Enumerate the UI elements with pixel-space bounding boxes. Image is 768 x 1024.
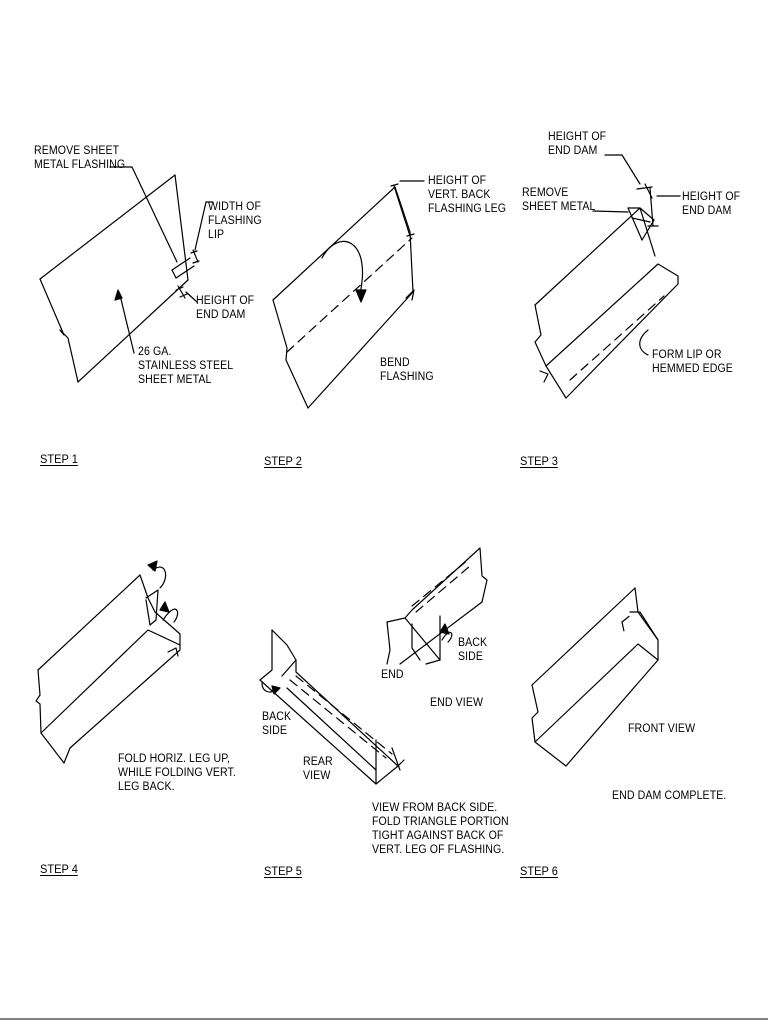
step5-note-label: VIEW FROM BACK SIDE. FOLD TRIANGLE PORTI… xyxy=(372,802,509,856)
step6-complete-label: END DAM COMPLETE. xyxy=(612,790,727,802)
step1-flat-sheet xyxy=(39,174,200,383)
step1-leaders xyxy=(109,166,213,354)
step3-height-right-label: HEIGHT OF END DAM xyxy=(682,191,741,217)
step2-bend-arrow xyxy=(321,240,367,303)
step6-end-dam-complete xyxy=(531,587,659,767)
step3-title: STEP 3 xyxy=(520,454,558,468)
step3-bent-flashing xyxy=(534,183,679,399)
step2-bend-label: BEND FLASHING xyxy=(380,357,434,383)
step5-title: STEP 5 xyxy=(264,864,302,878)
step3-height-top-label: HEIGHT OF END DAM xyxy=(548,131,607,157)
step4-fold-sketch xyxy=(35,560,181,764)
step6-front-view-label: FRONT VIEW xyxy=(628,723,696,735)
step2-height-label: HEIGHT OF VERT. BACK FLASHING LEG xyxy=(428,175,507,215)
step5-end-view-sketch xyxy=(386,547,488,665)
step1-height-label: HEIGHT OF END DAM xyxy=(196,295,255,321)
step1-width-label: WIDTH OF FLASHING LIP xyxy=(208,201,262,241)
step5-end-view-label: END VIEW xyxy=(430,697,484,709)
step5-back-side-label: BACK SIDE xyxy=(262,711,292,737)
step5-rear-view-sketch xyxy=(259,629,405,785)
step5-rear-view-label: REAR VIEW xyxy=(303,756,333,782)
step3-lip-label: FORM LIP OR HEMMED EDGE xyxy=(652,349,733,375)
step2-sheet xyxy=(272,180,425,409)
step3-remove-label: REMOVE SHEET METAL xyxy=(522,187,596,213)
step1-remove-label: REMOVE SHEET METAL FLASHING xyxy=(34,145,126,171)
step4-title: STEP 4 xyxy=(40,862,78,876)
step4-fold-label: FOLD HORIZ. LEG UP, WHILE FOLDING VERT. … xyxy=(118,753,236,793)
step1-material-label: 26 GA. STAINLESS STEEL SHEET METAL xyxy=(138,346,234,386)
step3-leaders xyxy=(592,154,681,356)
step5-back-side-end-label: BACK SIDE xyxy=(458,637,488,663)
step6-title: STEP 6 xyxy=(520,864,558,878)
step2-title: STEP 2 xyxy=(264,454,302,468)
step1-title: STEP 1 xyxy=(40,452,78,466)
step5-end-label: END xyxy=(381,669,404,681)
